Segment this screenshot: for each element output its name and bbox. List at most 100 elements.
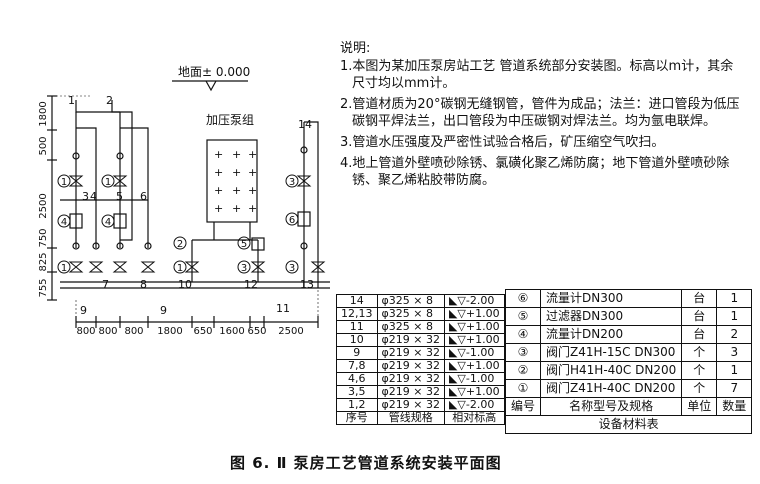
pipe-elev-value: -2.00 (465, 294, 495, 307)
equip-qty-cell: 1 (716, 361, 753, 380)
vertical-dimension-labels: 1800 500 2500 755 825 750 (38, 101, 49, 297)
equip-name-cell: 阀门Z41H-40C DN200 (540, 379, 683, 398)
pipe-no-cell: 10 (336, 333, 378, 347)
pipe-elev-value: +1.00 (465, 385, 500, 398)
pipe-no-3: 3 (82, 190, 89, 203)
mark-2: 2 (177, 239, 183, 250)
mark-4-a: 4 (61, 217, 67, 228)
pipe-elev-cell: ◣▽+1.00 (443, 333, 505, 347)
elevation-marker-icon: ◣▽ (448, 398, 466, 411)
mark-1-b: 1 (105, 177, 111, 188)
note-item-4: 4.地上管道外壁喷砂除锈、氯磺化聚乙烯防腐；地下管道外壁喷砂除锈、聚乙烯粘胶带防… (340, 156, 730, 188)
pipe-no-7: 7 (102, 278, 109, 291)
equip-unit-cell: 台 (681, 307, 718, 326)
hdim-1800: 1800 (157, 326, 182, 337)
equip-qty-cell: 2 (716, 325, 753, 344)
svg-text:+: + (214, 202, 223, 215)
equip-name-cell: 阀门Z41H-15C DN300 (540, 343, 683, 362)
pipe-elev-cell: ◣▽-2.00 (443, 398, 505, 412)
svg-text:+: + (232, 184, 241, 197)
pipe-no-4: 4 (90, 190, 97, 203)
pipe-no-cell: 11 (336, 320, 378, 334)
svg-text:+: + (214, 184, 223, 197)
pipe-spec-cell: φ325 × 8 (376, 307, 445, 321)
vdim-500: 500 (38, 136, 49, 155)
pipe-spec-cell: φ219 × 32 (376, 372, 445, 386)
notes-block: 说明: 1.本图为某加压泵房站工艺 管道系统部分安装图。标高以m计，其余尺寸均以… (340, 40, 740, 193)
equip-table-title-row: 设备材料表 (504, 415, 753, 434)
pipe-table-header-spec: 管线规格 (376, 411, 445, 425)
pipe-no-13: 13 (300, 278, 314, 291)
figure-caption: 图 6. Ⅱ 泵房工艺管道系统安装平面图 (230, 454, 502, 472)
note-item-3: 3.管道水压强度及严密性试验合格后，矿压缩空气吹扫。 (340, 135, 665, 150)
elevation-marker-icon: ◣▽ (448, 372, 466, 385)
equip-name-cell: 流量计DN200 (540, 325, 683, 344)
equip-qty-cell: 3 (716, 343, 753, 362)
ground-label: 地面± 0.000 (178, 65, 250, 79)
pipe-no-10: 10 (178, 278, 192, 291)
pipe-elev-value: -1.00 (465, 372, 495, 385)
pipe-no-6: 6 (140, 190, 147, 203)
pipe-spec-cell: φ219 × 32 (376, 359, 445, 373)
pipe-elev-cell: ◣▽-2.00 (443, 294, 505, 308)
pipe-elev-value: -1.00 (465, 346, 495, 359)
equip-qty-cell: 1 (716, 289, 753, 308)
vdim-755: 755 (38, 278, 49, 297)
equip-table-header-name: 名称型号及规格 (540, 397, 683, 416)
elevation-marker-icon: ◣▽ (448, 385, 466, 398)
equip-table-title: 设备材料表 (504, 415, 753, 434)
svg-text:+: + (248, 184, 257, 197)
equip-unit-cell: 台 (681, 289, 718, 308)
hdim-650-a: 650 (193, 326, 212, 337)
note-item-1: 1.本图为某加压泵房站工艺 管道系统部分安装图。标高以m计，其余尺寸均以mm计。 (340, 59, 734, 91)
notes-title: 说明: (340, 41, 371, 56)
mark-5: 5 (241, 239, 247, 250)
pipe-no-cell: 4,6 (336, 372, 378, 386)
pipe-no-cell: 14 (336, 294, 378, 308)
pipe-spec-cell: φ219 × 32 (376, 333, 445, 347)
equip-no-cell: ⑤ (504, 307, 542, 326)
pipe-spec-cell: φ219 × 32 (376, 398, 445, 412)
svg-text:+: + (248, 202, 257, 215)
pipe-no-cell: 3,5 (336, 385, 378, 399)
table-header-row: 序号 管线规格 相对标高 (336, 411, 505, 425)
pipe-number-labels: 1 2 3 4 5 6 7 8 9 9 10 11 12 13 14 (68, 94, 314, 317)
hdim-650-b: 650 (247, 326, 266, 337)
svg-text:+: + (214, 166, 223, 179)
equip-name-cell: 过滤器DN300 (540, 307, 683, 326)
pipe-elev-value: +1.00 (465, 307, 500, 320)
hdim-800-a: 800 (76, 326, 95, 337)
pipe-elev-value: +1.00 (465, 359, 500, 372)
equipment-mark-labels: 1 1 4 4 1 2 1 5 3 3 6 3 (57, 174, 299, 274)
svg-text:+: + (248, 148, 257, 161)
equip-table-header-qty: 数量 (716, 397, 753, 416)
elevation-marker-icon: ◣▽ (448, 333, 466, 346)
table-header-row: 编号 名称型号及规格 单位 数量 (504, 397, 753, 416)
pipe-spec-cell: φ325 × 8 (376, 320, 445, 334)
equip-no-cell: ⑥ (504, 289, 542, 308)
pipe-spec-cell: φ325 × 8 (376, 294, 445, 308)
svg-text:+: + (248, 166, 257, 179)
pipe-no-cell: 7,8 (336, 359, 378, 373)
hdim-800-b: 800 (98, 326, 117, 337)
mark-6: 6 (289, 215, 295, 226)
pipe-elev-value: +1.00 (465, 320, 500, 333)
hdim-1600: 1600 (219, 326, 244, 337)
svg-text:+: + (232, 148, 241, 161)
pipe-no-9a: 9 (80, 304, 87, 317)
elevation-marker-icon: ◣▽ (448, 346, 466, 359)
pipe-table-header-elev: 相对标高 (443, 411, 505, 425)
pipe-elev-cell: ◣▽-1.00 (443, 346, 505, 360)
pipe-elev-cell: ◣▽+1.00 (443, 307, 505, 321)
pipe-no-1: 1 (68, 94, 75, 107)
hdim-800-c: 800 (124, 326, 143, 337)
